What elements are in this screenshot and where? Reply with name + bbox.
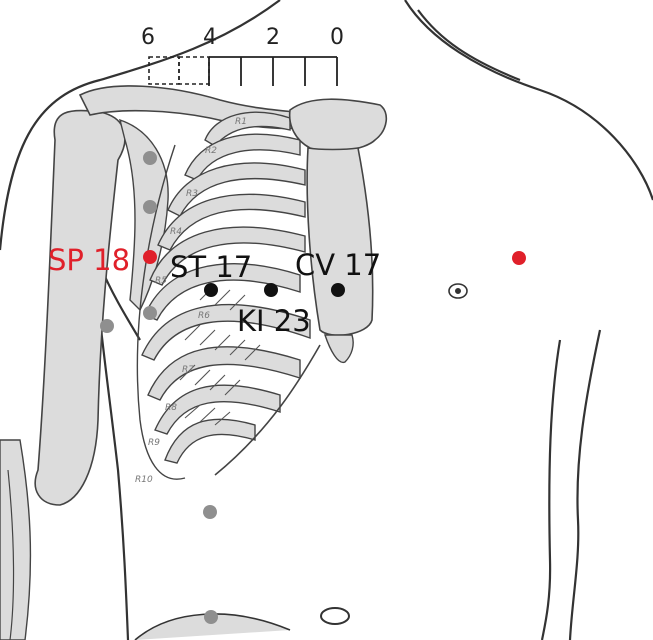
rib-label: R2 [205, 146, 217, 156]
rib-label: R5 [155, 276, 167, 286]
cv17-label: CV 17 [295, 248, 381, 282]
neck-inner-line [418, 10, 520, 80]
scale-label: 0 [330, 25, 344, 50]
ki23-label: KI 23 [237, 304, 311, 338]
scale-label: 6 [141, 25, 155, 50]
scale-dashed-box-2 [179, 57, 209, 84]
sternum-body [307, 148, 373, 335]
manubrium [290, 99, 387, 151]
scale-dashed-box-1 [149, 57, 179, 84]
rib-label: R1 [235, 117, 247, 127]
secondary-point [143, 200, 157, 214]
right-flank-line [542, 340, 560, 640]
rib-10 [165, 419, 255, 463]
sp18-label: SP 18 [48, 243, 130, 277]
scale-label: 2 [266, 25, 280, 50]
nipple-right-center [456, 289, 461, 294]
secondary-point [204, 610, 218, 624]
rib-label: R3 [186, 189, 198, 199]
rib-label: R8 [165, 403, 177, 413]
rib-label: R10 [135, 475, 153, 485]
navel [321, 608, 349, 624]
xiphoid-process [325, 335, 353, 362]
st17-label: ST 17 [170, 250, 252, 284]
scale-label: 4 [203, 25, 217, 50]
sp18-mirror-point [512, 251, 526, 265]
neck-right-line [405, 0, 653, 200]
st17-point [204, 283, 218, 297]
right-arm-line [570, 330, 600, 640]
ki23-point [264, 283, 278, 297]
humerus-shaft [35, 110, 125, 505]
cv17-point [331, 283, 345, 297]
rib-label: R6 [198, 311, 210, 321]
secondary-point [100, 319, 114, 333]
cun-scale: 6 4 2 0 [141, 25, 344, 86]
rib-label: R9 [148, 438, 160, 448]
secondary-point [203, 505, 217, 519]
sp18-point [143, 250, 157, 264]
secondary-point [143, 151, 157, 165]
rib-label: R4 [170, 227, 182, 237]
rib-label: R7 [182, 365, 194, 375]
secondary-point [143, 306, 157, 320]
forearm-bones [0, 440, 30, 640]
scale-ruler [209, 57, 337, 86]
